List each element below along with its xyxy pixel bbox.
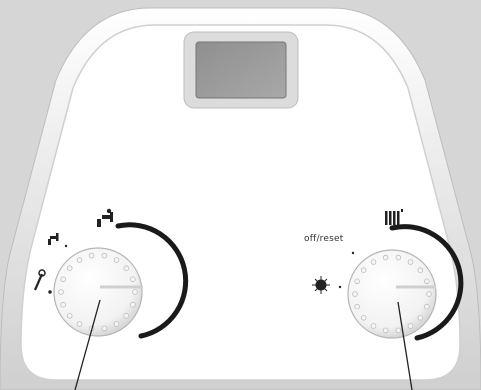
off-reset-marker-dot: [352, 252, 354, 254]
dial-tick-dot: [130, 277, 135, 282]
dial-tick-dot: [408, 324, 413, 329]
dial-tick-dot: [355, 279, 360, 284]
dial-tick-dot: [124, 266, 129, 271]
dial-tick-dot: [355, 304, 360, 309]
dial-tick-dot: [77, 322, 82, 327]
dial-tick-dot: [361, 315, 366, 320]
dial-tick-dot: [383, 255, 388, 260]
dial-tick-dot: [61, 302, 66, 307]
dial-tick-dot: [427, 292, 432, 297]
dial-tick-dot: [59, 290, 64, 295]
dial-tick-dot: [67, 266, 72, 271]
off-reset-label: off/reset: [304, 234, 343, 244]
dial-tick-dot: [114, 258, 119, 263]
dial-tick-dot: [353, 292, 358, 297]
dial-tick-dot: [102, 253, 107, 258]
dial-tick-dot: [383, 328, 388, 333]
dial-tick-dot: [130, 302, 135, 307]
display-screen: [196, 42, 286, 98]
dial-tick-dot: [114, 322, 119, 327]
dial-tick-dot: [102, 326, 107, 331]
dial-tick-dot: [361, 268, 366, 273]
dial-tick-dot: [424, 304, 429, 309]
dial-tick-dot: [418, 315, 423, 320]
dial-tick-dot: [89, 253, 94, 258]
dial-tick-dot: [67, 313, 72, 318]
dial-tick-dot: [396, 255, 401, 260]
dial-tick-dot: [371, 260, 376, 265]
dial-tick-dot: [396, 328, 401, 333]
dial-tick-dot: [124, 313, 129, 318]
dial-tick-dot: [77, 258, 82, 263]
dial-tick-dot: [408, 260, 413, 265]
dial-tick-dot: [371, 324, 376, 329]
dial-tick-dot: [133, 290, 138, 295]
dial-tick-dot: [424, 279, 429, 284]
dial-tick-dot: [61, 277, 66, 282]
dial-tick-dot: [418, 268, 423, 273]
